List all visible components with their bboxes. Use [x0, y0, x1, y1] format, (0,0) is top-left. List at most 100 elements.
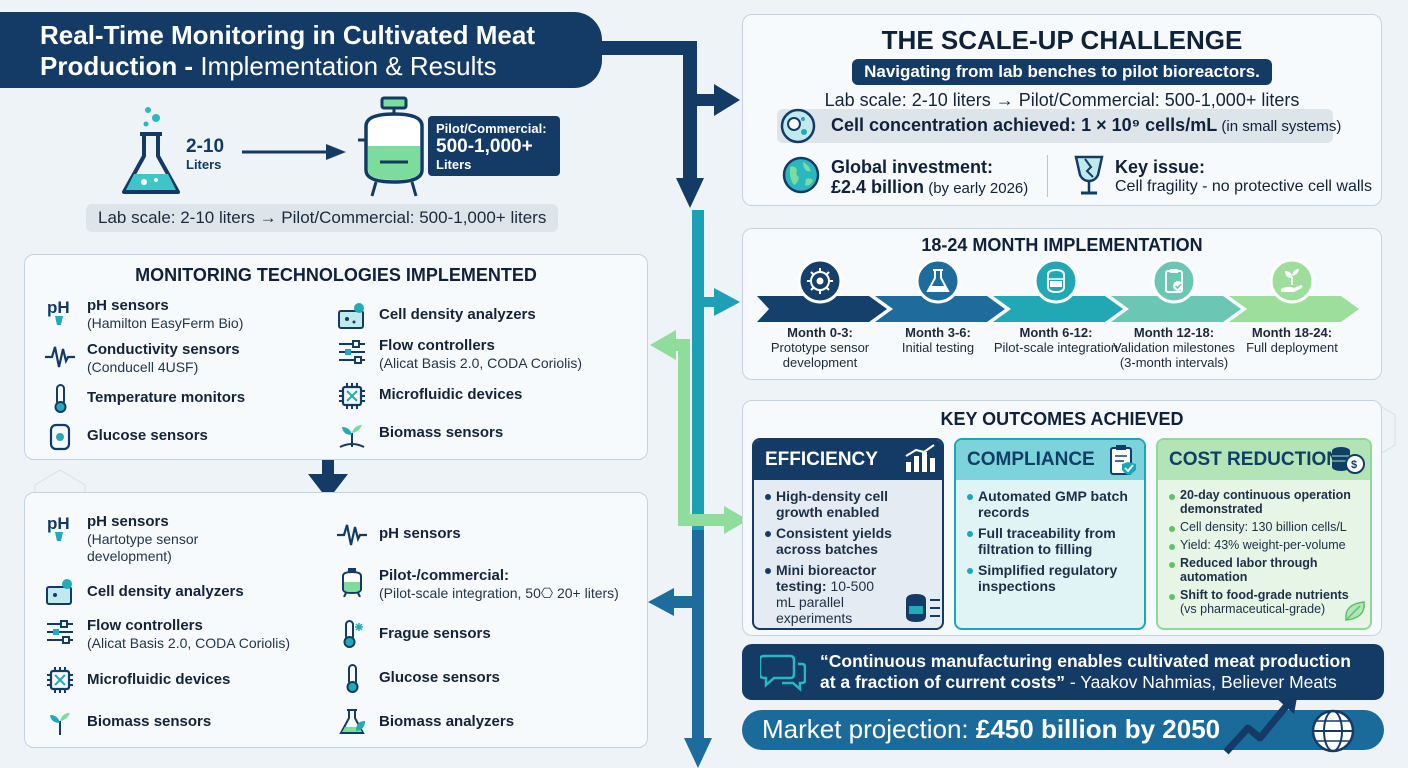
divider: [1047, 155, 1048, 197]
wave-icon: [45, 346, 75, 368]
cost-item: Cell density: 130 billion cells/L: [1168, 520, 1362, 534]
tech-item-microfluidic-devices: Microfluidic devices: [337, 381, 522, 411]
timeline-stage-label: Month 18-24:Full deployment: [1246, 325, 1338, 355]
lower-item-biomass-analyzers: Biomass analyzers: [337, 707, 514, 737]
scale-arrow-icon: [242, 144, 346, 160]
scale-caption: Lab scale: 2-10 liters → Pilot/Commercia…: [86, 204, 559, 232]
compliance-item: Full traceability from filtration to fil…: [966, 525, 1136, 557]
svg-text:$: $: [1351, 459, 1357, 471]
hand-plant-icon: [1281, 269, 1303, 292]
sliders-icon: [47, 620, 73, 644]
lower-item-ph-sensors: pH pH sensors(Hartotype sensor developme…: [47, 513, 199, 564]
timeline-stage-label: Month 12-18:Validation milestones (3-mon…: [1113, 325, 1235, 370]
clipboard-icon: [1165, 269, 1183, 293]
chip-icon: [339, 383, 365, 409]
timeline-card: 18-24 MONTH IMPLEMENTATION Month 0-3:Pro…: [742, 228, 1382, 380]
compliance-item: Automated GMP batch records: [966, 488, 1136, 520]
bar-chart-icon: [905, 444, 935, 472]
flask-icon: [926, 269, 950, 292]
cell-concentration-pill: [777, 109, 1333, 143]
cell-icon: [780, 108, 816, 144]
analyzer-icon: [46, 579, 72, 605]
cost-item: Yield: 43% weight-per-volume: [1168, 538, 1362, 552]
tech-item-flow-controllers: Flow controllers(Alicat Basis 2.0, CODA …: [337, 337, 582, 372]
speech-bubbles-icon: [760, 654, 806, 692]
chip-icon: [47, 667, 73, 693]
lower-item-frague-sensors: Frague sensors: [337, 619, 491, 649]
efficiency-item: Consistent yields across batches: [764, 525, 934, 557]
bioreactor-icon: [342, 568, 362, 597]
lower-item-ph-sensors-2: pH sensors: [337, 519, 461, 549]
coins-icon: $: [1332, 447, 1365, 474]
timeline-chevron: [1111, 296, 1241, 322]
cost-item: Reduced labor through automation: [1168, 556, 1362, 584]
tech-item-biomass-sensors: Biomass sensors: [337, 419, 503, 449]
challenge-scale-line: Lab scale: 2-10 liters → Pilot/Commercia…: [824, 90, 1300, 110]
tech-item-cell-density-analyzers: Cell density analyzers: [337, 301, 536, 331]
quote-text: “Continuous manufacturing enables cultiv…: [820, 651, 1351, 692]
sliders-icon: [339, 340, 365, 364]
lab-volume-unit: Liters: [186, 157, 222, 172]
compliance-item: Simplified regulatory inspections: [966, 562, 1136, 594]
timeline-title: 18-24 MONTH IMPLEMENTATION: [921, 235, 1203, 255]
timeline-arrows: [757, 259, 1359, 322]
lab-flask-icon: [122, 107, 180, 194]
timeline-stage-circle: [1151, 259, 1197, 304]
lab-volume-value: 2-10: [186, 136, 225, 157]
thermometer-snow-icon: [343, 620, 363, 648]
timeline-chevron: [757, 296, 887, 322]
efficiency-item: High-density cell growth enabled: [764, 488, 934, 520]
quote-banner: [742, 644, 1384, 700]
investment-block: Global investment: £2.4 billion (by earl…: [831, 157, 1029, 197]
lower-item-biomass-sensors: Biomass sensors: [45, 707, 211, 737]
trend-arrow-icon: [1223, 692, 1298, 755]
tech-item-conductivity-sensors: Conductivity sensors(Conducell 4USF): [45, 341, 240, 376]
cost-item: 20-day continuous operation demonstrated: [1168, 488, 1362, 516]
lower-item-glucose-sensors: Glucose sensors: [337, 663, 500, 693]
lower-item-microfluidic-devices: Microfluidic devices: [45, 665, 230, 695]
monitoring-title: MONITORING TECHNOLOGIES IMPLEMENTED: [135, 265, 537, 285]
timeline-stage-label: Month 6-12:Pilot-scale integration: [993, 325, 1119, 355]
glucose-meter-icon: [49, 423, 71, 451]
leaf-icon: [1345, 601, 1365, 621]
timeline-chevron: [993, 296, 1123, 322]
broken-glass-icon: [1074, 155, 1104, 195]
lower-item-flow-controllers: Flow controllers(Alicat Basis 2.0, CODA …: [45, 617, 290, 652]
wave-icon: [337, 524, 367, 546]
title-line-2: Production - Implementation & Results: [40, 51, 497, 81]
timeline-stage-circle: [915, 259, 961, 304]
flask-leaf-icon: [339, 709, 365, 734]
thermometer-icon: [54, 384, 67, 413]
key-issue-block: Key issue: Cell fragility - no protectiv…: [1115, 157, 1372, 195]
title-line-1: Real-Time Monitoring in Cultivated Meat: [40, 20, 536, 50]
compliance-panel: COMPLIANCE Automated GMP batch records F…: [954, 438, 1146, 630]
globe-grid-icon: [1311, 709, 1355, 753]
ph-icon: pH: [47, 298, 70, 325]
timeline-chevron: [1229, 296, 1359, 322]
cell-concentration-text: Cell concentration achieved: 1 × 10⁹ cel…: [831, 115, 1342, 135]
globe-icon: [782, 156, 820, 194]
svg-text:pH: pH: [47, 514, 70, 533]
timeline-stage-label: Month 3-6:Initial testing: [901, 325, 975, 355]
challenge-card: THE SCALE-UP CHALLENGE Navigating from l…: [742, 14, 1382, 206]
ph-icon: pH: [47, 514, 70, 541]
cost-item: Shift to food-grade nutrients (vs pharma…: [1168, 588, 1362, 616]
timeline-chevron: [875, 296, 1005, 322]
efficiency-item: Mini bioreactor testing: 10-500 mL paral…: [764, 562, 934, 626]
outcomes-title: KEY OUTCOMES ACHIEVED: [940, 409, 1184, 429]
reactor-icon: [1047, 268, 1065, 294]
sprout-icon: [339, 425, 365, 448]
market-text: Market projection: £450 billion by 2050: [762, 714, 1221, 744]
reactor-list-icon: [906, 594, 940, 622]
gear-chip-icon: [807, 268, 833, 294]
efficiency-panel: EFFICIENCY High-density cell growth enab…: [752, 438, 944, 630]
challenge-subtitle: Navigating from lab benches to pilot bio…: [852, 59, 1272, 85]
timeline-stage-label: Month 0-3:Prototype sensor development: [770, 325, 870, 370]
lower-item-pilot-commercial: Pilot-/commercial:(Pilot-scale integrati…: [337, 567, 619, 602]
tech-item-temperature-monitors: Temperature monitors: [45, 383, 245, 413]
tech-item-glucose-sensors: Glucose sensors: [45, 421, 208, 451]
sprout-icon: [50, 713, 70, 735]
bioreactor-tank-icon: [358, 96, 424, 197]
page-title: Real-Time Monitoring in Cultivated Meat …: [0, 12, 602, 88]
cost-reduction-panel: COST REDUCTION $ 20-day continuous opera…: [1156, 438, 1372, 630]
